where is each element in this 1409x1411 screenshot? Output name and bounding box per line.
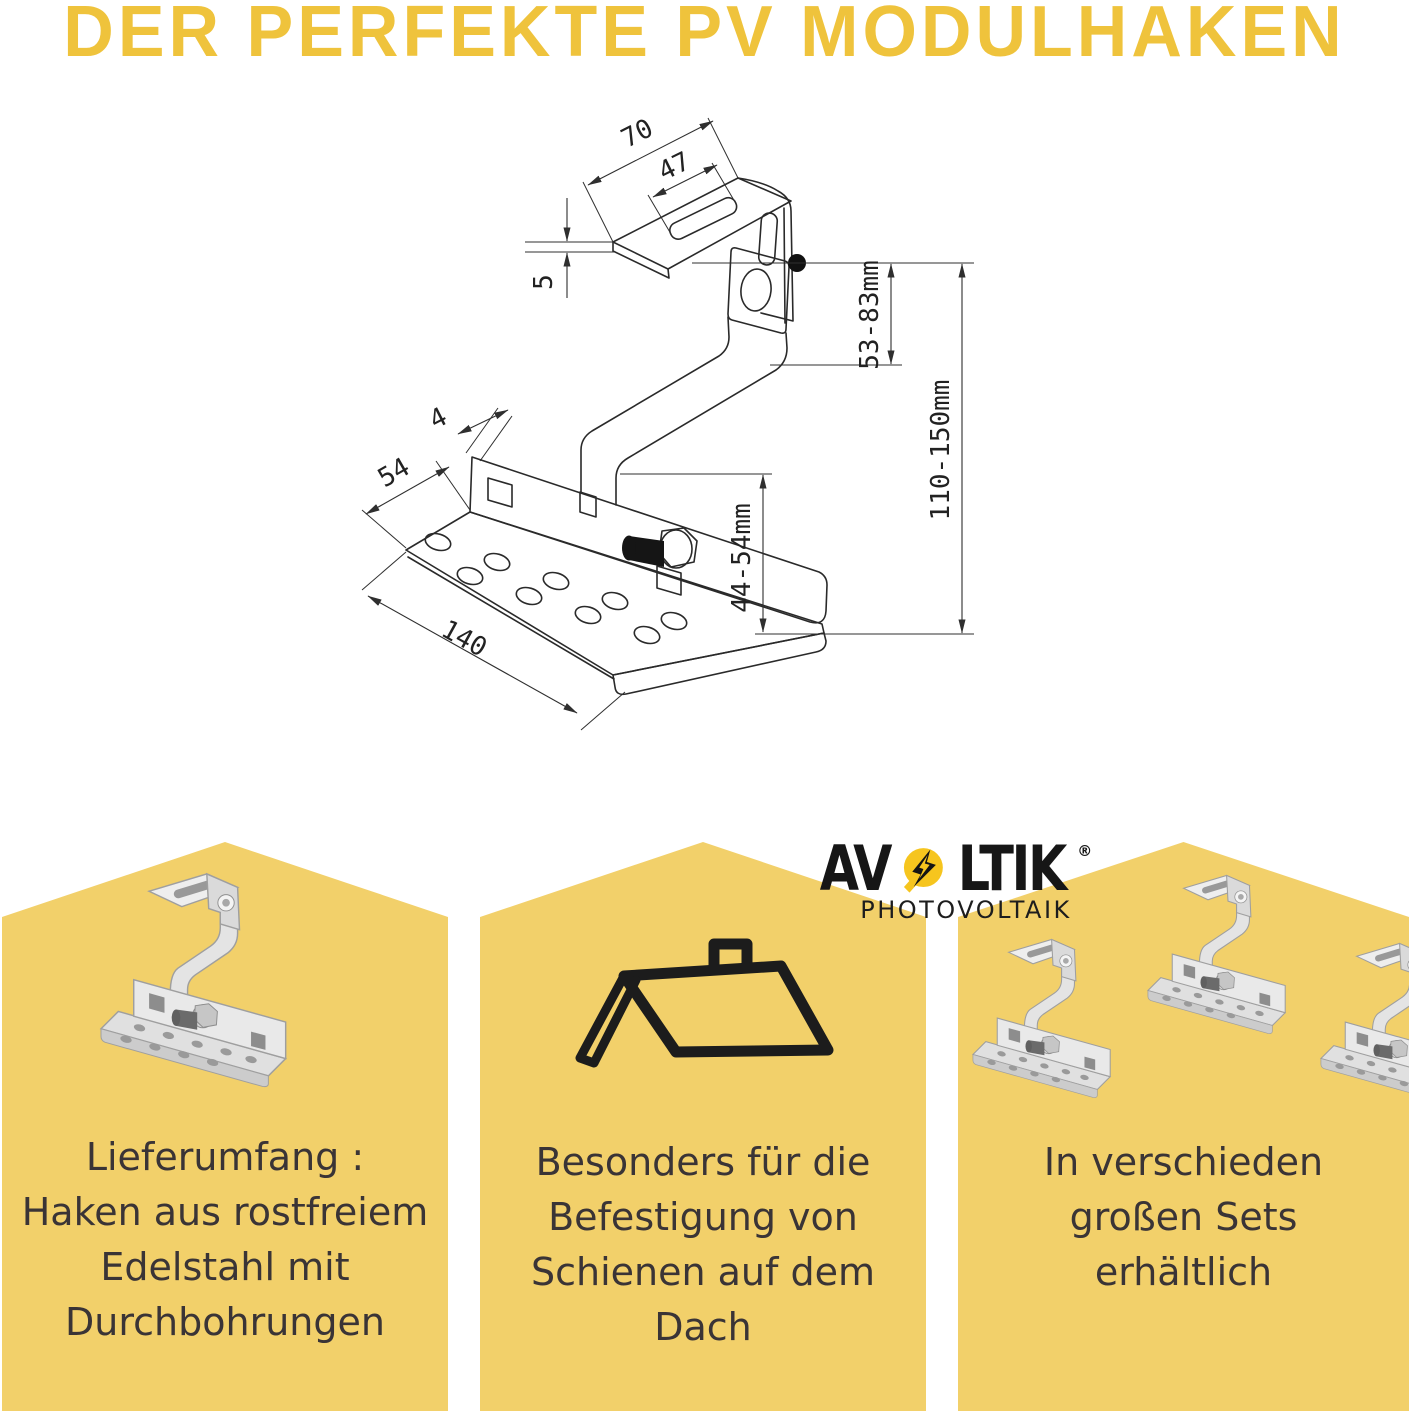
dim-5-label: 5 (529, 274, 559, 290)
panel-sets: In verschieden großen Sets erhältlich (958, 842, 1409, 1411)
technical-drawing: 70 47 5 53-83mm 110-150mm 4 54 4 (340, 90, 1020, 810)
roof-hook-photo-small (968, 938, 1128, 1106)
dim-53-83-label: 53-83mm (855, 260, 885, 370)
roof-hook-photo (94, 872, 310, 1098)
roof-icon (575, 938, 834, 1068)
text-line: Haken aus rostfreiem (21, 1190, 429, 1234)
dim-54-label: 54 (373, 452, 415, 494)
lightning-bolt-icon (903, 848, 943, 893)
text-line: Durchbohrungen (65, 1300, 385, 1344)
dim-44-54-label: 44-54mm (727, 503, 757, 613)
panel-befestigung: Besonders für die Befestigung von Schien… (480, 842, 926, 1411)
brand-logo: AV LTIK ® PHOTOVOLTAIK (812, 832, 1093, 925)
panel-sets-text: In verschieden großen Sets erhältlich (958, 1135, 1409, 1300)
page-title: DER PERFEKTE PV MODULHAKEN (63, 0, 1346, 72)
dim-70-label: 70 (617, 113, 659, 154)
text-line: Besonders für die (535, 1140, 871, 1184)
dimension-lines: 70 47 5 53-83mm 110-150mm 4 54 4 (361, 113, 974, 731)
hex-bolt (622, 527, 698, 569)
text-line: Schienen auf dem Dach (530, 1250, 875, 1349)
panel-befestigung-text: Besonders für die Befestigung von Schien… (480, 1135, 926, 1355)
text-line: erhältlich (1094, 1250, 1273, 1294)
brand-name-left: AV (819, 832, 893, 905)
brand-subtitle: PHOTOVOLTAIK (860, 896, 1072, 924)
roof-hook-photo-small (1143, 874, 1303, 1042)
text-line: In verschieden (1043, 1140, 1324, 1184)
roof-hook-photo-small (1316, 942, 1409, 1110)
text-line: Edelstahl mit (100, 1245, 350, 1289)
text-line: großen Sets (1069, 1195, 1298, 1239)
brand-name-right: LTIK (957, 832, 1067, 905)
roof-hook-cad-drawing: 70 47 5 53-83mm 110-150mm 4 54 4 (361, 113, 974, 731)
dim-4-label: 4 (425, 402, 453, 436)
dim-47-label: 47 (654, 146, 695, 187)
panel-lieferumfang-text: Lieferumfang : Haken aus rostfreiem Edel… (2, 1130, 448, 1350)
text-line: Lieferumfang : (85, 1135, 365, 1179)
dim-110-150-label: 110-150mm (926, 380, 956, 521)
registered-mark: ® (1077, 842, 1093, 860)
dim-140-label: 140 (436, 614, 492, 663)
hook-outline (405, 177, 828, 696)
text-line: Befestigung von (548, 1195, 858, 1239)
panel-lieferumfang: Lieferumfang : Haken aus rostfreiem Edel… (2, 842, 448, 1411)
